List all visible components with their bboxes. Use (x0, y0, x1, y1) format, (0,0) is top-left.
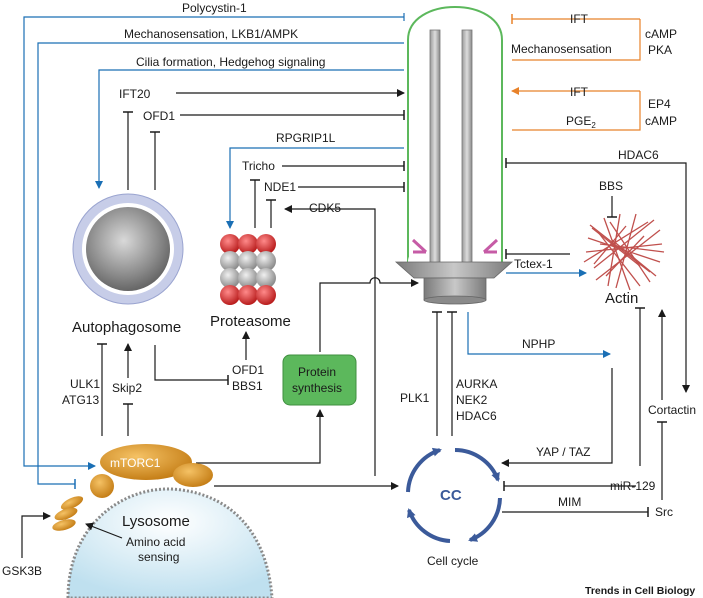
ep4-line (511, 87, 641, 131)
actin-label: Actin (605, 290, 638, 307)
mtorc-to-protein-arrow (196, 409, 324, 464)
actin-mir-inhibit (635, 307, 645, 466)
mechano-lkb1-line (37, 42, 404, 489)
proteasome-label: Proteasome (210, 313, 291, 330)
ofd1-top-label: OFD1 (143, 109, 175, 123)
plk1-inhibit (432, 311, 442, 436)
hdac6-mid-label: HDAC6 (456, 409, 497, 423)
ofd1-bbs1-inhibit (154, 345, 229, 385)
yap-taz-arrow (501, 368, 613, 467)
amino-arrow (85, 522, 123, 539)
lysosome (66, 487, 274, 598)
mtorc1-label: mTORC1 (110, 456, 161, 470)
tricho-inhibit (250, 161, 405, 228)
cdk5-label: CDK5 (309, 201, 341, 215)
rpgrip1l-line (226, 147, 404, 229)
protein-synthesis-line1: Protein (298, 365, 336, 379)
mim-inhibit (502, 507, 649, 517)
protein-to-cilium-arrow (319, 277, 419, 352)
mim-label: MIM (558, 495, 581, 509)
ofd1-top-inhibit (150, 110, 405, 190)
cilia-formation-line (95, 69, 404, 189)
hdac6-top-line (505, 158, 690, 393)
tctex1-inhibit (505, 249, 570, 259)
skip2-label: Skip2 (112, 381, 142, 395)
nde1-label: NDE1 (264, 180, 296, 194)
mir129-inhibit (503, 481, 636, 491)
proteasome (220, 234, 276, 305)
camp-label-2: cAMP (645, 114, 677, 128)
ift20-label: IFT20 (119, 87, 151, 101)
tricho-label: Tricho (242, 159, 275, 173)
rpgrip1l-label: RPGRIP1L (276, 131, 336, 145)
protein-synthesis-box (282, 354, 357, 406)
atg13-label: ATG13 (62, 393, 99, 407)
ift-right-label-2: IFT (570, 85, 589, 99)
autophagosome-label: Autophagosome (72, 319, 181, 336)
src-cortactin-inhibit (657, 421, 667, 500)
primary-cilium (394, 6, 514, 305)
ift-right-label-1: IFT (570, 12, 589, 26)
yap-taz-label: YAP / TAZ (536, 445, 590, 459)
ulk1-label: ULK1 (70, 377, 100, 391)
lysosome-label: Lysosome (122, 513, 190, 530)
bbs-inhibit (607, 196, 617, 218)
bbs-label: BBS (599, 179, 623, 193)
src-label: Src (655, 505, 673, 519)
mir129-label: miR-129 (610, 479, 656, 493)
amino-label-1: Amino acid (126, 535, 185, 549)
pka-label: PKA (648, 43, 672, 57)
actin-network (583, 213, 665, 291)
mtorc-skip2-inhibit (123, 403, 133, 436)
mtorc1-complex (52, 444, 213, 531)
aurka-label: AURKA (456, 377, 497, 391)
cc-label: CC (440, 487, 462, 504)
ofd1-mid-label: OFD1 (232, 363, 264, 377)
amino-label-2: sensing (138, 550, 179, 564)
nphp-label: NPHP (522, 337, 555, 351)
camp-label-1: cAMP (645, 27, 677, 41)
cdk5-line (284, 205, 376, 476)
mechano-lkb1-label: Mechanosensation, LKB1/AMPK (124, 27, 298, 41)
ift20-inhibit (123, 111, 133, 190)
polycystin-label: Polycystin-1 (182, 1, 247, 15)
protein-synthesis-line2: synthesis (292, 381, 342, 395)
nek2-label: NEK2 (456, 393, 488, 407)
hdac6-top-label: HDAC6 (618, 148, 659, 162)
ep4-label: EP4 (648, 97, 671, 111)
tctex1-label: Tctex-1 (514, 257, 553, 271)
autophagosome (72, 193, 184, 305)
polycystin-line (23, 13, 405, 470)
bbs1-label: BBS1 (232, 379, 263, 393)
pge-label: PGE2 (566, 114, 596, 130)
ift-cilium-inhibit (511, 14, 641, 61)
plk1-label: PLK1 (400, 391, 430, 405)
cell-cycle-label: Cell cycle (427, 554, 479, 568)
cilia-formation-label: Cilia formation, Hedgehog signaling (136, 55, 325, 69)
ulk1-inhibit (97, 343, 107, 436)
gsk3b-arrow (21, 512, 51, 558)
nphp-line (467, 312, 611, 358)
nde1-inhibit (266, 182, 405, 228)
aurka-inhibit (447, 311, 457, 436)
cell-cycle-circle (406, 447, 502, 543)
gsk3b-label: GSK3B (2, 564, 42, 578)
cortactin-label: Cortactin (648, 403, 696, 417)
right-mechano-label: Mechanosensation (511, 42, 612, 56)
journal-footer: Trends in Cell Biology (585, 585, 695, 597)
